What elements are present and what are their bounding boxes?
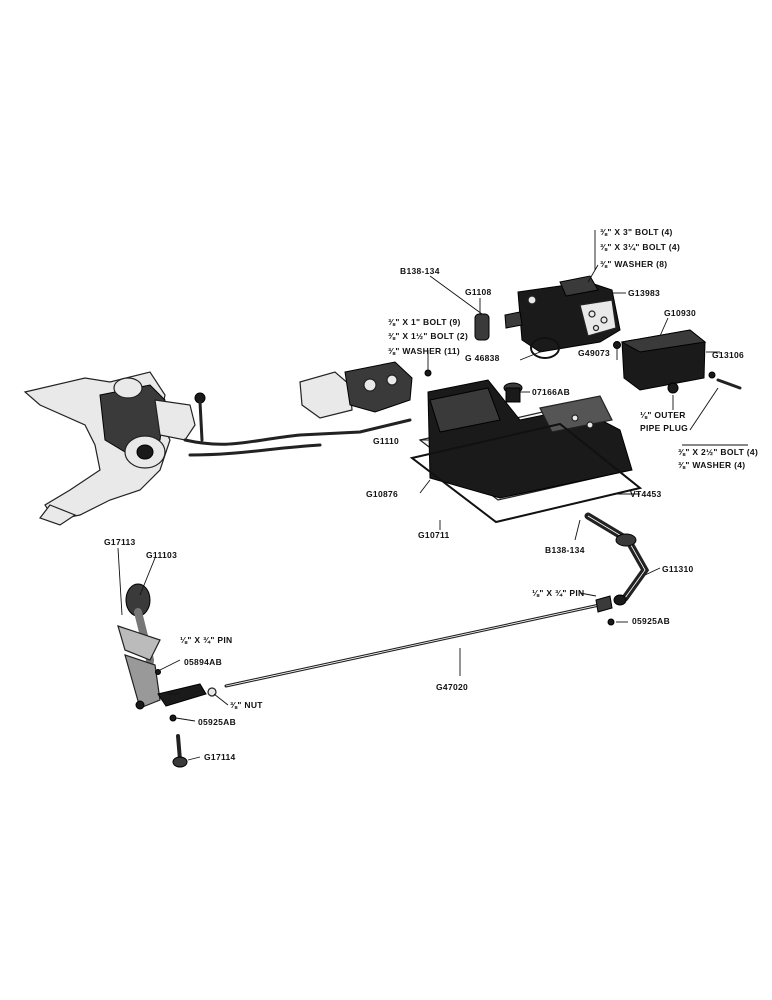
label-05925ab-right: 05925AB [632, 616, 670, 626]
part-labels: ⅜" X 3" BOLT (4) ⅜" X 3¼" BOLT (4) ⅜" WA… [104, 227, 758, 762]
hand-lever-g11103 [117, 583, 161, 710]
label-g47020: G47020 [436, 682, 468, 692]
filter-07166ab [503, 382, 523, 403]
bolt-g17114 [172, 734, 188, 768]
label-vt4453: VT4453 [630, 489, 662, 499]
pipe-plug-icon [667, 382, 679, 394]
label-g10711: G10711 [418, 530, 450, 540]
label-bolt-1in: ⅜" X 1" BOLT (9) [388, 317, 461, 327]
bolt-g13106 [716, 378, 742, 390]
bolt-05925ab-left [169, 714, 177, 722]
valve-body-g13983 [504, 275, 621, 353]
housing-g1110 [418, 379, 633, 501]
rod-highlight [225, 603, 605, 687]
pin-icon [155, 669, 161, 675]
label-g17113: G17113 [104, 537, 136, 547]
label-bolt-2-5in: ⅜" X 2½" BOLT (4) [678, 447, 758, 457]
lever-g11310 [584, 512, 650, 606]
washer-g13106 [708, 371, 716, 379]
label-pin-top: ⅛" X ¾" PIN [532, 588, 584, 598]
label-washer-8: ⅜" WASHER (8) [600, 259, 667, 269]
bracket-05894ab [157, 683, 207, 707]
fitting-g1108 [474, 313, 490, 341]
label-g11103: G11103 [146, 550, 177, 560]
label-g11310: G11310 [662, 564, 694, 574]
label-b138-134-bottom: B138-134 [545, 545, 585, 555]
label-g46838: G 46838 [465, 353, 500, 363]
label-g13983: G13983 [628, 288, 660, 298]
label-g10930: G10930 [664, 308, 696, 318]
label-nut: ⅜" NUT [230, 700, 263, 710]
label-g1108: G1108 [465, 287, 492, 297]
label-g1110: G1110 [373, 436, 399, 446]
lift-assembly-drawing [23, 361, 413, 526]
label-bolt-3in: ⅜" X 3" BOLT (4) [600, 227, 673, 237]
label-bolt-3-25in: ⅜" X 3¼" BOLT (4) [600, 242, 680, 252]
label-g10876: G10876 [366, 489, 398, 499]
bolt-05925ab-right [607, 618, 615, 626]
label-05894ab: 05894AB [184, 657, 222, 667]
gasket-g10876 [409, 422, 643, 524]
label-g49073: G49073 [578, 348, 610, 358]
label-05925ab-left: 05925AB [198, 717, 236, 727]
label-bolt-1-5in: ⅜" X 1½" BOLT (2) [388, 331, 468, 341]
label-outer-pipe-plug-1: ⅛" OUTER [640, 410, 686, 420]
label-pin-left: ⅛" X ¾" PIN [180, 635, 232, 645]
label-g17114: G17114 [204, 752, 236, 762]
label-07166ab: 07166AB [532, 387, 570, 397]
block-top-face [620, 329, 707, 353]
leader-lines [117, 230, 748, 761]
rod-clevis [595, 595, 613, 613]
label-b138-134-top: B138-134 [400, 266, 440, 276]
o-ring-g46838 [530, 337, 560, 359]
label-washer-4: ⅜" WASHER (4) [678, 460, 745, 470]
label-outer-pipe-plug-2: PIPE PLUG [640, 423, 688, 433]
label-washer-11: ⅜" WASHER (11) [388, 346, 460, 356]
label-g13106: G13106 [712, 350, 744, 360]
